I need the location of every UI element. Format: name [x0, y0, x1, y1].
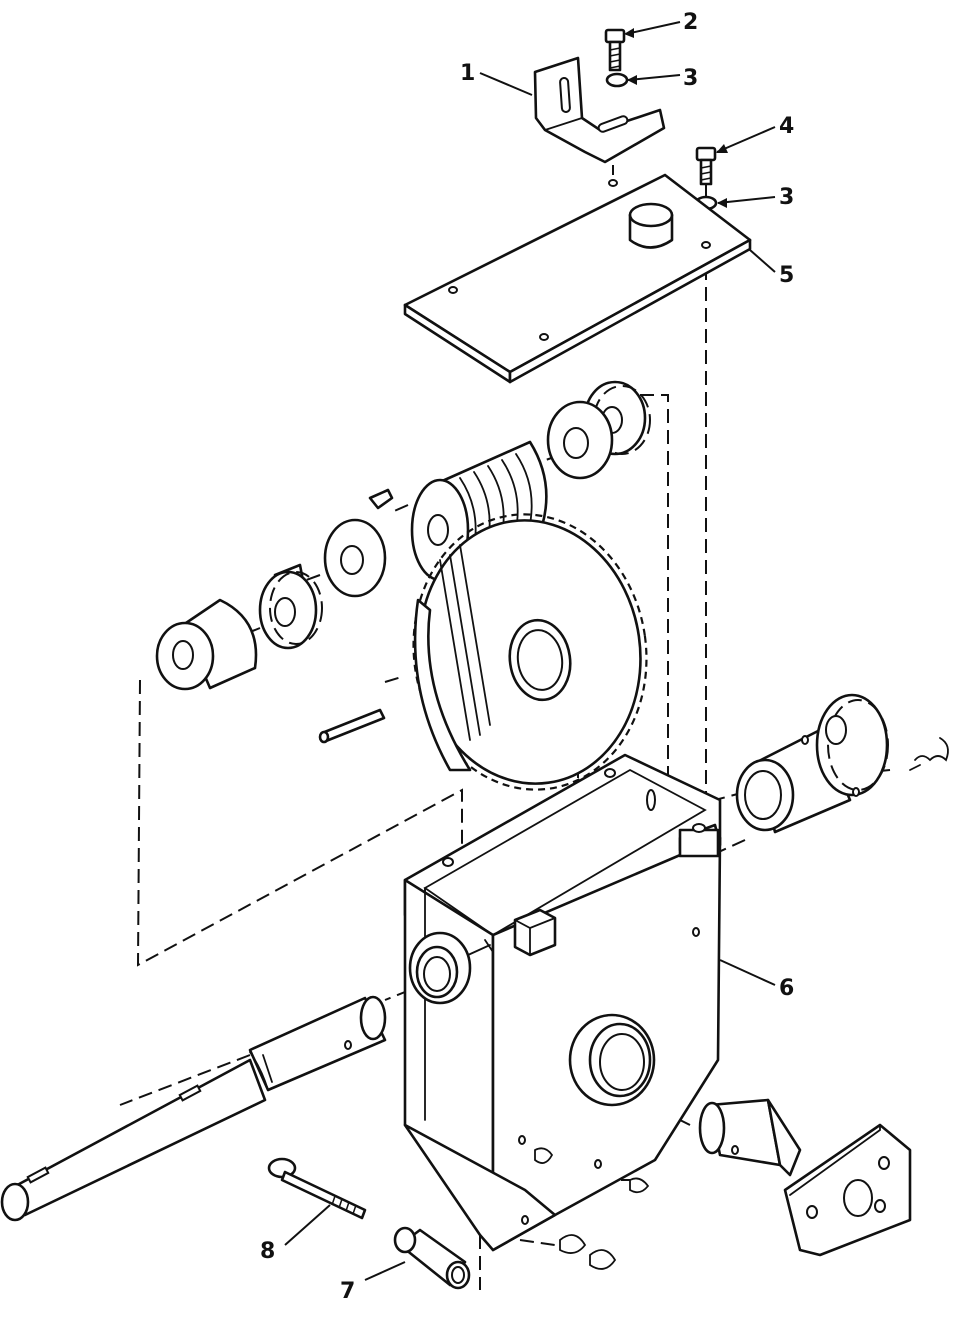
thrust-washer-left — [323, 518, 387, 598]
mounting-bracket — [533, 56, 666, 164]
callout-8: 8 — [260, 1239, 275, 1264]
spacer-sleeve — [393, 1226, 471, 1290]
spacer-bushing — [155, 598, 258, 691]
callout-6: 6 — [779, 976, 794, 1001]
flanged-bushing-right — [735, 693, 889, 834]
thrust-washer-right — [546, 400, 614, 480]
cap-screw-upper — [604, 28, 626, 72]
dowel-pin — [318, 708, 386, 744]
callout-7: 7 — [340, 1279, 355, 1304]
callout-2: 2 — [683, 10, 698, 35]
lock-washer-upper — [605, 72, 629, 88]
adjusting-bolt — [267, 1157, 367, 1220]
housing-fasteners — [534, 1147, 650, 1270]
gearbox-housing — [403, 753, 722, 1252]
callout-4: 4 — [779, 114, 794, 139]
callout-leaders — [284, 21, 776, 1281]
callout-1: 1 — [460, 61, 475, 86]
input-shaft — [0, 995, 387, 1222]
output-shaft-flange — [698, 1098, 912, 1257]
spur-gear — [412, 513, 648, 791]
cap-screw-right — [695, 146, 717, 186]
set-screw-right — [909, 737, 949, 771]
callout-3-upper: 3 — [683, 66, 698, 91]
woodruff-key — [368, 488, 394, 510]
cover-plate — [403, 173, 752, 384]
tapered-bearing — [258, 563, 323, 650]
callout-3-right: 3 — [779, 185, 794, 210]
callout-5: 5 — [779, 263, 794, 288]
